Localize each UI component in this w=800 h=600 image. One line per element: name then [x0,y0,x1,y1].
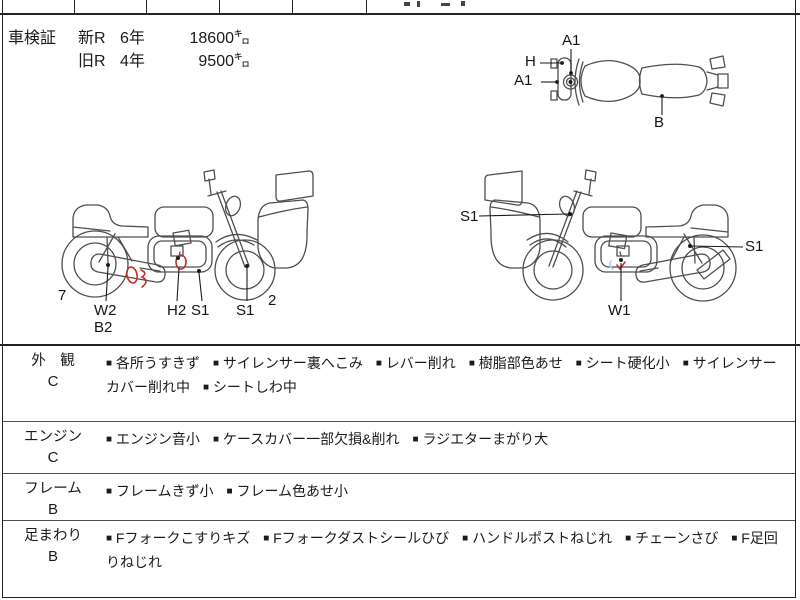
square-bullet-icon: ■ [106,434,113,445]
header-row-divider [0,13,800,15]
condition-category-label: 足まわり [24,528,82,544]
condition-category-label: フレーム [24,481,82,497]
square-bullet-icon: ■ [625,533,632,544]
condition-item: ■ 樹脂部色あせ [468,355,563,371]
condition-item: ■ シート硬化小 [575,355,670,371]
header-cell-border [74,0,75,13]
header-cell-border [146,0,147,13]
header-cell-border [366,0,367,13]
vehicle-inspection-block: 車検証 新R 6年 18600㌔ 旧R 4年 9500㌔ [8,27,250,73]
inspection-row-old: 旧R 4年 9500㌔ [8,50,250,73]
condition-grade: B [47,548,58,565]
condition-item: ■ シートしわ中 [203,378,297,395]
condition-grade: C [47,373,59,390]
square-bullet-icon: ■ [468,358,475,369]
inspection-period: 新R [78,30,106,47]
cropped-text-fragment [441,3,450,6]
cropped-text-fragment [461,1,465,6]
square-bullet-icon: ■ [731,533,738,544]
page-border-left [2,0,3,598]
inspection-distance: 18600㌔ [189,30,251,47]
condition-item: ■ ハンドルポストねじれ [462,530,613,546]
condition-item: ■ 各所うすきず [106,355,200,371]
condition-item: ■ チェーンさび [625,530,719,546]
right-bike-label-w1: W1 [608,302,631,319]
condition-grade: C [47,449,59,466]
condition-item: ■ F足回りねじれ [106,530,778,570]
square-bullet-icon: ■ [575,358,582,369]
condition-row-engine: エンジン C ■ エンジン音小 ■ ケースカバー一部欠損&削れ ■ ラジエターまがり… [3,421,795,473]
left-bike-label-s1-fork: S1 [236,302,255,319]
condition-row-exterior: 外 観 C ■ 各所うすきず ■ サイレンサー裏へこみ ■ レバー削れ ■ 樹脂部色あ… [3,346,795,421]
top-view-label-a1-handlebar: A1 [562,32,581,49]
condition-category-cell: フレーム B [3,474,103,520]
condition-row-undercarriage: 足まわり B ■ Fフォークこすりキズ ■ Fフォークダストシールひび ■ ハンドル… [3,520,795,597]
inspection-row-new: 車検証 新R 6年 18600㌔ [8,27,250,50]
condition-grade: B [47,501,58,518]
cropped-text-fragment [417,1,420,7]
square-bullet-icon: ■ [682,358,689,369]
left-bike-label-7: 7 [58,287,67,304]
motorcycle-top-view-diagram [540,49,729,115]
square-bullet-icon: ■ [462,533,469,544]
right-bike-label-s1-rear: S1 [745,238,764,255]
square-bullet-icon: ■ [106,358,113,369]
header-cell-border [292,0,293,13]
square-bullet-icon: ■ [226,486,233,497]
condition-items: ■ Fフォークこすりキズ■ Fフォークダストシールひび■ ハンドルポストねじれ■… [103,521,795,597]
condition-item: ■ Fフォークダストシールひび [263,530,450,546]
condition-item: ■ レバー削れ [375,355,456,371]
square-bullet-icon: ■ [263,533,270,544]
condition-row-frame: フレーム B ■ フレームきず小 ■ フレーム色あせ小 [3,473,795,520]
left-bike-label-s1-frame: S1 [191,302,210,319]
condition-item: ■ サイレンサー裏へこみ [212,355,363,371]
condition-item: ■ エンジン音小 [106,431,200,447]
page-border-right [795,0,796,598]
condition-item: ■ Fフォークこすりキズ [106,530,251,546]
condition-item: ■ フレーム色あせ小 [226,483,349,499]
left-bike-label-2: 2 [268,292,277,309]
inspection-cert-label: 車検証 [8,30,57,47]
inspection-period: 旧R [78,53,106,70]
cropped-text-fragment [404,2,410,6]
condition-item: ■ サイレンサーカバー削れ中 [106,355,777,395]
inspection-distance: 9500㌔ [198,53,250,70]
condition-table: 外 観 C ■ 各所うすきず ■ サイレンサー裏へこみ ■ レバー削れ ■ 樹脂部色あ… [3,346,795,597]
condition-items: ■ エンジン音小 ■ ケースカバー一部欠損&削れ ■ ラジエターまがり大 [103,422,795,473]
square-bullet-icon: ■ [212,434,219,445]
inspection-years: 4年 [120,53,145,70]
left-bike-label-h2: H2 [167,302,187,319]
condition-table-top-border [0,344,800,346]
condition-item: ■ ラジエターまがり大 [412,431,549,447]
inspection-years: 6年 [120,30,145,47]
square-bullet-icon: ■ [375,358,382,369]
condition-category-cell: 外 観 C [3,346,103,421]
condition-items: ■ 各所うすきず ■ サイレンサー裏へこみ ■ レバー削れ ■ 樹脂部色あせ ■ シート… [103,346,795,421]
condition-item: ■ ケースカバー一部欠損&削れ [212,431,400,447]
condition-items: ■ フレームきず小 ■ フレーム色あせ小 [103,474,795,520]
square-bullet-icon: ■ [212,358,219,369]
condition-category-cell: エンジン C [3,422,103,473]
condition-category-label: エンジン [24,429,82,445]
left-bike-label-b2: B2 [94,319,113,336]
top-view-label-a1-front: A1 [514,72,533,89]
top-view-label-b: B [654,114,665,131]
right-bike-label-s1-front: S1 [460,208,479,225]
condition-category-cell: 足まわり B [3,521,103,597]
square-bullet-icon: ■ [412,434,419,445]
left-bike-label-w2: W2 [94,302,117,319]
top-view-label-h: H [525,53,536,70]
square-bullet-icon: ■ [203,381,210,393]
header-cell-border [219,0,220,13]
page-border-bottom [2,597,796,598]
square-bullet-icon: ■ [106,486,113,497]
condition-category-label: 外 観 [31,353,75,369]
square-bullet-icon: ■ [106,533,113,544]
condition-item: ■ フレームきず小 [106,483,214,499]
